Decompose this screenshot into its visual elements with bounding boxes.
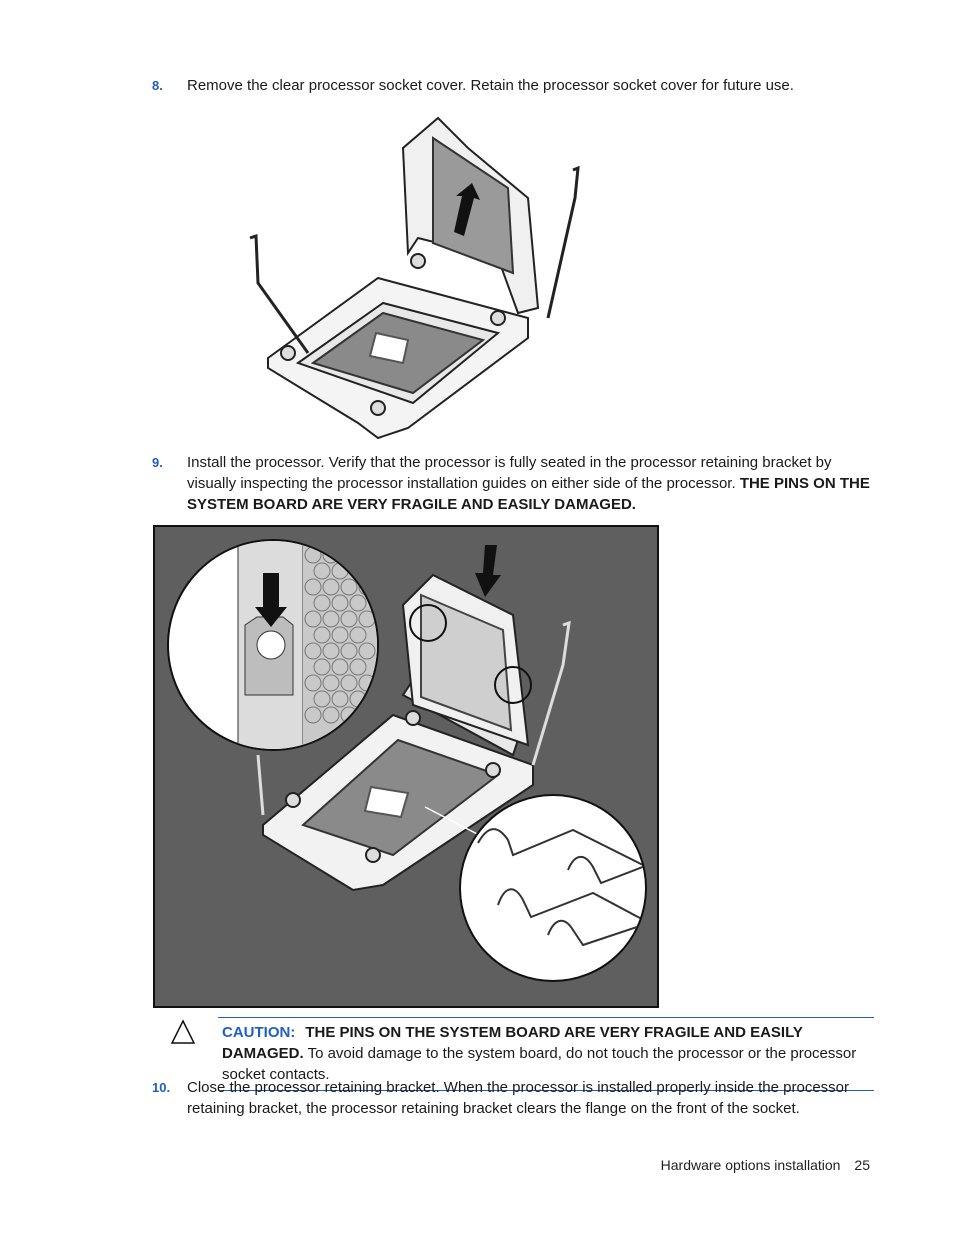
processor-install-illustration	[153, 525, 659, 1008]
page-footer: Hardware options installation 25	[661, 1157, 870, 1173]
step-9: 9. Install the processor. Verify that th…	[152, 452, 872, 515]
step-number: 10.	[152, 1080, 171, 1095]
step-number: 8.	[152, 78, 163, 93]
arrow-icon	[454, 183, 480, 236]
step-text: Install the processor. Verify that the p…	[187, 454, 870, 513]
step-number: 9.	[152, 455, 163, 470]
step-text: Remove the clear processor socket cover.…	[187, 77, 794, 94]
step-text: Close the processor retaining bracket. W…	[187, 1079, 849, 1117]
step-8: 8. Remove the clear processor socket cov…	[152, 75, 872, 96]
socket-cover-removal-illustration	[249, 116, 580, 440]
caution-box: CAUTION:THE PINS ON THE SYSTEM BOARD ARE…	[218, 1017, 874, 1091]
arrow-icon	[255, 573, 287, 627]
arrow-icon	[475, 545, 501, 597]
footer-section-title: Hardware options installation	[660, 1157, 841, 1173]
step-10: 10. Close the processor retaining bracke…	[152, 1077, 872, 1119]
page-number: 25	[854, 1157, 870, 1173]
caution-label: CAUTION:	[222, 1024, 296, 1041]
pins-detail-callout	[459, 794, 647, 982]
caution-bold-text: THE PINS ON THE SYSTEM BOARD ARE VERY FR…	[222, 1024, 803, 1062]
warning-triangle-icon	[170, 1019, 196, 1044]
caution-text: To avoid damage to the system board, do …	[222, 1045, 857, 1083]
